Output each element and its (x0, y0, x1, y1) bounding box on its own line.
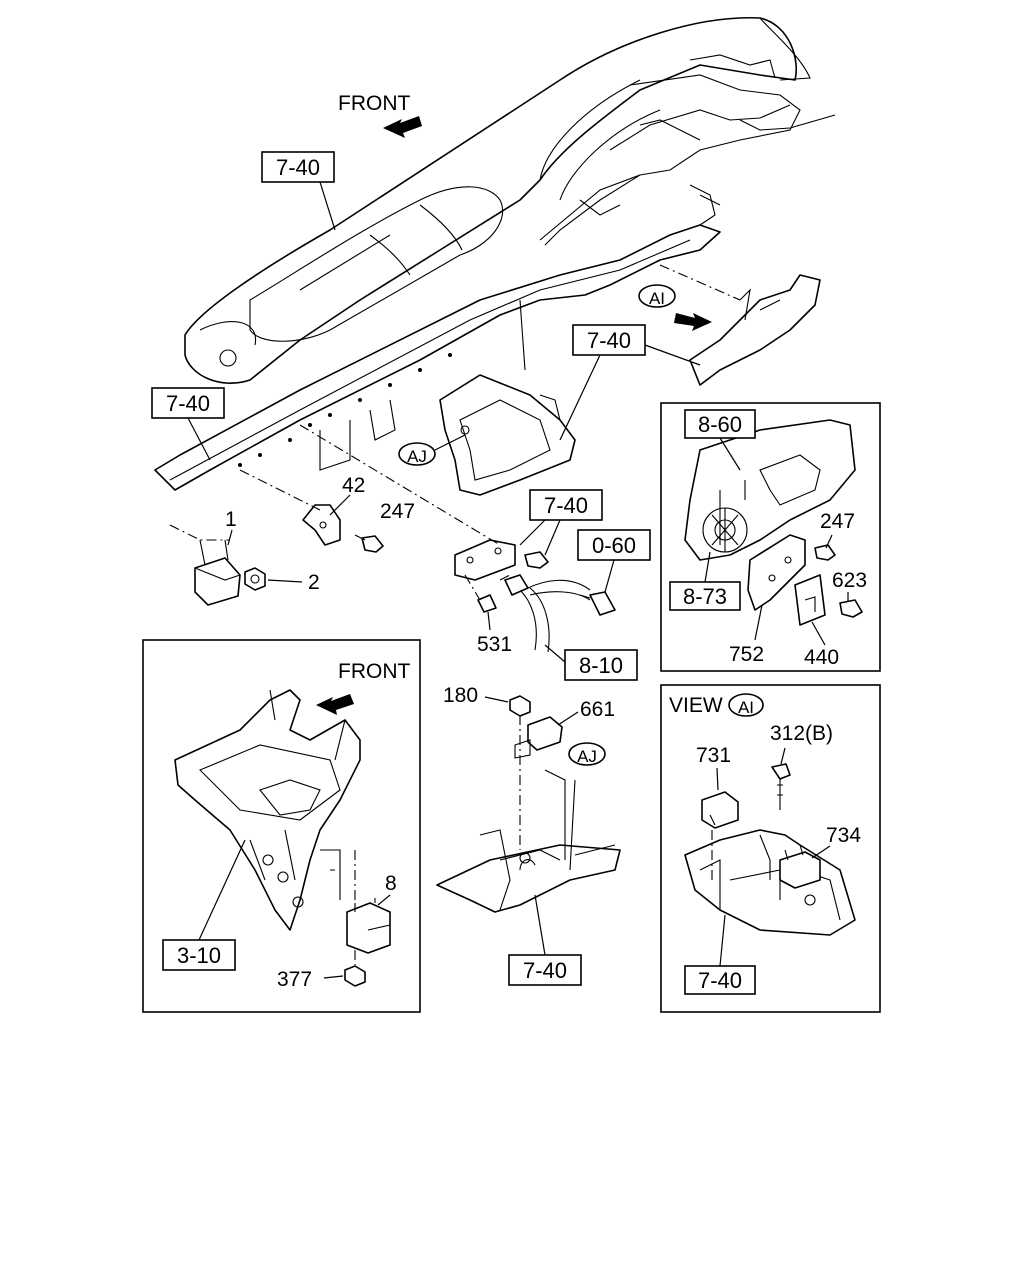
label-377: 377 (277, 968, 312, 991)
inset-front-arrow (316, 694, 354, 715)
svg-text:0-60: 0-60 (592, 533, 636, 558)
inset-8-60 (660, 402, 881, 672)
cross-member (154, 184, 721, 491)
label-247: 247 (380, 500, 415, 523)
ref-box-view-bottom[interactable]: 7-40 (684, 965, 756, 995)
ref-box-8-10[interactable]: 8-10 (564, 649, 638, 681)
label-247-inset: 247 (820, 510, 855, 533)
module-1 (194, 539, 241, 606)
ref-box-0-60[interactable]: 0-60 (577, 529, 651, 561)
circle-ref-ai[interactable]: AI (638, 284, 676, 308)
label-623: 623 (832, 569, 867, 592)
bracket-mid (454, 539, 516, 581)
circle-ref-aj2[interactable]: AJ (568, 742, 606, 766)
wire-harness (477, 574, 616, 653)
bolt-mid (524, 551, 549, 569)
svg-text:8-10: 8-10 (579, 653, 623, 678)
nut-2 (244, 567, 266, 591)
label-731: 731 (696, 744, 731, 767)
label-531: 531 (477, 633, 512, 656)
label-8: 8 (385, 872, 397, 895)
label-440: 440 (804, 646, 839, 669)
bolt-247 (354, 534, 384, 553)
circle-ref-aj[interactable]: AJ (398, 442, 436, 466)
svg-text:AI: AI (738, 698, 754, 717)
svg-text:AI: AI (649, 289, 665, 308)
bolt-623 (839, 599, 863, 618)
ref-box-ai-bracket[interactable]: 7-40 (572, 324, 646, 356)
ai-arrow (674, 313, 712, 331)
sensor-661 (514, 716, 563, 759)
right-bracket (659, 264, 821, 386)
ref-box-left[interactable]: 7-40 (151, 387, 225, 419)
ref-box-3-10[interactable]: 3-10 (162, 939, 236, 971)
nut-377 (344, 965, 366, 987)
label-1: 1 (225, 508, 237, 531)
svg-text:7-40: 7-40 (166, 391, 210, 416)
svg-text:8-60: 8-60 (698, 412, 742, 437)
inset-front-label: FRONT (338, 660, 410, 683)
aj-bracket (436, 769, 621, 913)
ref-box-aj-bottom[interactable]: 7-40 (508, 954, 582, 986)
front-arrow (383, 116, 422, 138)
nut-180 (509, 695, 531, 717)
svg-text:7-40: 7-40 (523, 958, 567, 983)
front-label: FRONT (338, 92, 410, 115)
ref-box-8-73[interactable]: 8-73 (669, 581, 741, 611)
svg-text:8-73: 8-73 (683, 584, 727, 609)
ref-box-8-60[interactable]: 8-60 (684, 409, 756, 439)
center-stay (439, 299, 576, 496)
svg-text:7-40: 7-40 (544, 493, 588, 518)
circle-ref-view-ai[interactable]: AI (728, 693, 764, 717)
instrument-panel (184, 16, 836, 384)
svg-text:7-40: 7-40 (698, 968, 742, 993)
ref-box-top[interactable]: 7-40 (261, 151, 335, 183)
svg-text:AJ: AJ (407, 447, 427, 466)
relay-734 (779, 844, 821, 889)
label-752: 752 (729, 643, 764, 666)
module-8 (346, 898, 391, 954)
ref-box-mid[interactable]: 7-40 (529, 489, 603, 521)
module-731 (701, 791, 739, 829)
svg-text:7-40: 7-40 (587, 328, 631, 353)
svg-text:AJ: AJ (577, 747, 597, 766)
label-661: 661 (580, 698, 615, 721)
label-2: 2 (308, 571, 320, 594)
label-734: 734 (826, 824, 861, 847)
label-180: 180 (443, 684, 478, 707)
label-42: 42 (342, 474, 365, 497)
inset-3-10 (142, 639, 421, 1013)
bolt-247-inset (814, 544, 836, 561)
view-label: VIEW (669, 694, 723, 717)
bolt-312b (771, 763, 791, 810)
label-312b: 312(B) (770, 722, 833, 745)
svg-text:3-10: 3-10 (177, 943, 221, 968)
svg-text:7-40: 7-40 (276, 155, 320, 180)
